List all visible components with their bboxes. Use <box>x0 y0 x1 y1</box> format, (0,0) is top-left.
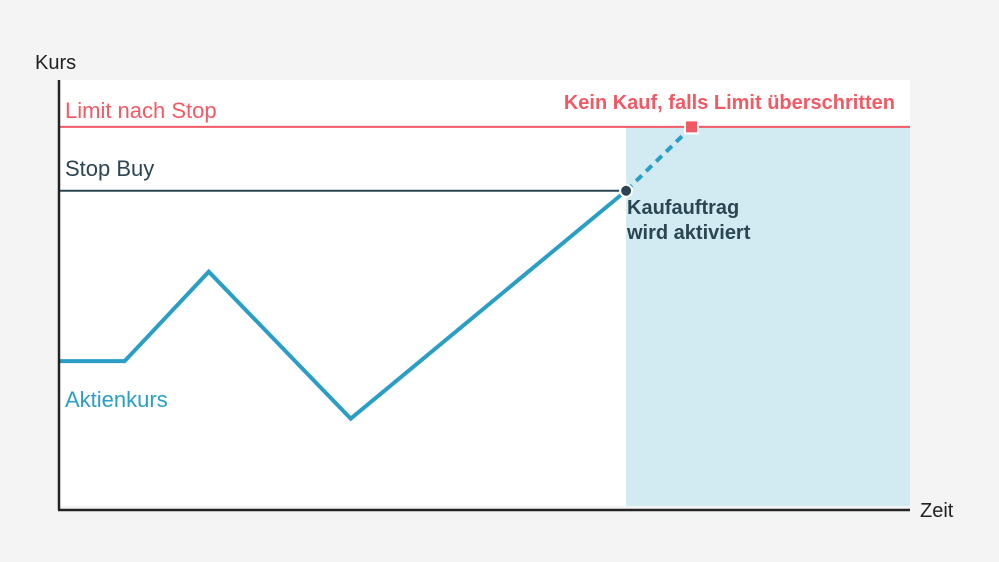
stop-trigger-point <box>619 183 634 198</box>
limit-exceeded-point <box>684 119 700 135</box>
series-label: Aktienkurs <box>65 387 168 412</box>
x-axis-label: Zeit <box>920 500 954 522</box>
activation-note-line2: wird aktiviert <box>626 222 751 244</box>
limit-note: Kein Kauf, falls Limit überschritten <box>564 92 895 114</box>
activation-note-line1: Kaufauftrag <box>627 197 739 219</box>
stop-buy-label: Stop Buy <box>65 156 154 181</box>
price-line <box>60 189 628 422</box>
activation-zone <box>626 126 910 507</box>
y-axis-label: Kurs <box>35 52 76 74</box>
price-line-dashed <box>624 125 693 193</box>
limit-label: Limit nach Stop <box>65 98 217 123</box>
